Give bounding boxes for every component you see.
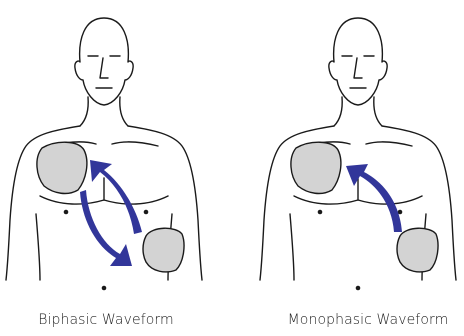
curved-arrow xyxy=(346,164,402,232)
navel xyxy=(102,286,107,291)
monophasic-torso-diagram xyxy=(232,0,464,310)
neck-right xyxy=(120,97,128,126)
right-collarbone xyxy=(366,142,412,146)
left-arm-inner xyxy=(36,214,40,280)
chest-right xyxy=(104,196,168,204)
nose xyxy=(354,58,362,78)
navel xyxy=(356,286,361,291)
left-lateral-pad xyxy=(143,228,184,272)
biphasic-figure: Biphasic Waveform xyxy=(0,0,232,336)
nose xyxy=(100,58,108,78)
chest-left xyxy=(294,196,358,204)
biphasic-caption: Biphasic Waveform xyxy=(0,312,222,328)
neck-right xyxy=(374,97,382,126)
monophasic-figure: Monophasic Waveform xyxy=(232,0,464,336)
left-arm-inner xyxy=(290,214,294,280)
monophasic-caption: Monophasic Waveform xyxy=(252,312,464,328)
left-nipple xyxy=(64,210,69,215)
neck-left xyxy=(80,97,88,126)
left-nipple xyxy=(318,210,323,215)
right-upper-chest-pad xyxy=(37,142,87,193)
chest-left xyxy=(40,196,104,204)
upper-curved-arrow xyxy=(90,160,142,234)
neck-left xyxy=(334,97,342,126)
biphasic-torso-diagram xyxy=(0,0,232,310)
head-outline xyxy=(75,18,133,105)
right-upper-chest-pad xyxy=(291,142,341,193)
right-collarbone xyxy=(112,142,158,146)
head-outline xyxy=(329,18,387,105)
right-nipple xyxy=(144,210,149,215)
left-lateral-pad xyxy=(397,228,438,272)
